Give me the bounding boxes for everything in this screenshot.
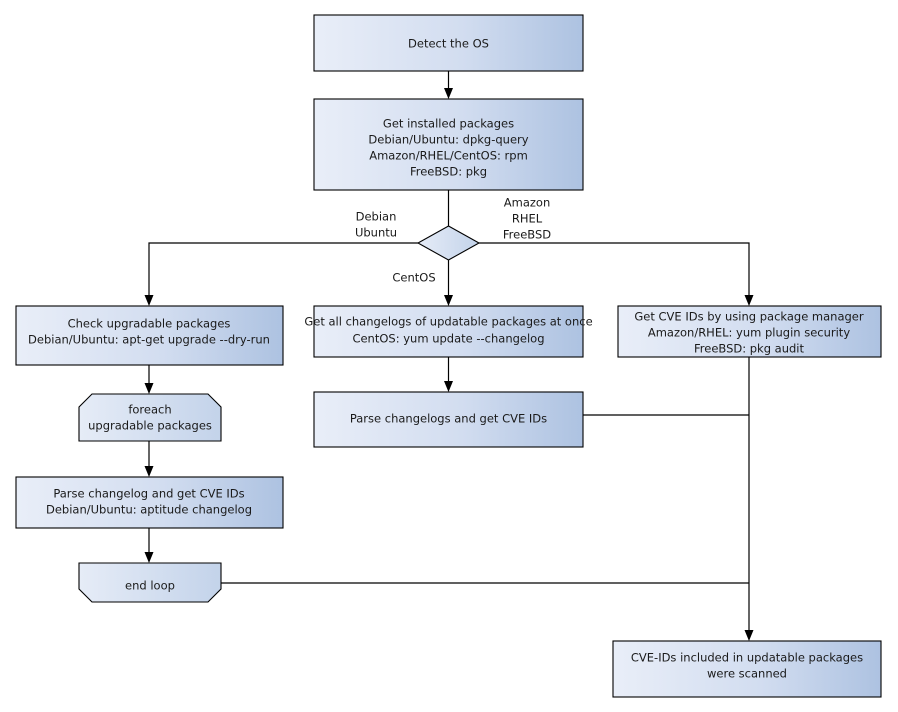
node-get-all-changelogs-line-1: CentOS: yum update --changelog xyxy=(352,332,544,346)
node-get-cve-pkg-manager-line-1: Amazon/RHEL: yum plugin security xyxy=(648,326,850,340)
edge-label-right-branch: Amazon RHEL FreeBSD xyxy=(503,196,551,242)
connector-foreach-to-parse xyxy=(144,441,154,477)
node-scanned-result-line-0: CVE-IDs included in updatable packages xyxy=(631,651,863,665)
edge-label-right-line-0: Amazon xyxy=(504,196,550,210)
node-os-decision-diamond[interactable] xyxy=(416,225,481,261)
node-get-installed-packages-line-0: Get installed packages xyxy=(383,117,514,131)
node-detect-os-line-0: Detect the OS xyxy=(408,37,489,51)
edge-label-left-branch: Debian Ubuntu xyxy=(355,210,397,240)
connector-decision-left xyxy=(144,242,418,306)
node-get-installed-packages[interactable]: Get installed packages Debian/Ubuntu: dp… xyxy=(313,98,584,191)
node-end-loop[interactable]: end loop xyxy=(78,562,222,603)
edge-label-left-line-0: Debian xyxy=(356,210,397,224)
node-parse-changelog-line-1: Debian/Ubuntu: aptitude changelog xyxy=(46,503,252,517)
node-get-cve-pkg-manager-line-2: FreeBSD: pkg audit xyxy=(694,342,805,356)
edge-label-down-line-0: CentOS xyxy=(392,271,435,285)
node-check-upgradable[interactable]: Check upgradable packages Debian/Ubuntu:… xyxy=(15,305,284,366)
node-foreach-loop-line-0: foreach xyxy=(128,403,171,417)
node-check-upgradable-line-0: Check upgradable packages xyxy=(68,317,231,331)
edge-label-down-branch: CentOS xyxy=(392,271,435,285)
node-get-all-changelogs-line-0: Get all changelogs of updatable packages… xyxy=(304,315,592,329)
edge-label-left-line-1: Ubuntu xyxy=(355,226,397,240)
connector-trunk-to-result xyxy=(744,357,754,641)
node-parse-changelog[interactable]: Parse changelog and get CVE IDs Debian/U… xyxy=(15,476,284,529)
node-check-upgradable-line-1: Debian/Ubuntu: apt-get upgrade --dry-run xyxy=(28,333,270,347)
node-parse-changelog-line-0: Parse changelog and get CVE IDs xyxy=(53,487,244,501)
edge-label-right-line-1: RHEL xyxy=(512,212,543,226)
edge-label-right-line-2: FreeBSD xyxy=(503,228,551,242)
connector-decision-down xyxy=(444,260,453,306)
connector-detect-to-installed xyxy=(444,71,453,99)
node-foreach-loop[interactable]: foreach upgradable packages xyxy=(78,393,222,442)
node-get-installed-packages-line-2: Amazon/RHEL/CentOS: rpm xyxy=(369,149,528,163)
node-get-installed-packages-line-1: Debian/Ubuntu: dpkg-query xyxy=(368,133,528,147)
node-foreach-loop-line-1: upgradable packages xyxy=(88,419,212,433)
node-scanned-result[interactable]: CVE-IDs included in updatable packages w… xyxy=(612,640,882,698)
node-get-cve-pkg-manager-line-0: Get CVE IDs by using package manager xyxy=(634,310,864,324)
node-get-all-changelogs[interactable]: Get all changelogs of updatable packages… xyxy=(304,305,593,358)
connector-decision-right xyxy=(479,242,754,306)
connector-check-to-foreach xyxy=(144,365,154,394)
node-parse-changelogs-cve-line-0: Parse changelogs and get CVE IDs xyxy=(350,412,547,426)
node-get-installed-packages-line-3: FreeBSD: pkg xyxy=(410,165,487,179)
node-detect-os[interactable]: Detect the OS xyxy=(313,14,584,72)
node-scanned-result-line-1: were scanned xyxy=(707,667,787,681)
node-end-loop-line-0: end loop xyxy=(125,579,175,593)
connector-parse-to-endloop xyxy=(144,528,154,563)
connector-allchangelogs-to-parse xyxy=(444,357,453,392)
node-get-cve-pkg-manager[interactable]: Get CVE IDs by using package manager Ama… xyxy=(617,305,882,358)
node-parse-changelogs-cve[interactable]: Parse changelogs and get CVE IDs xyxy=(313,391,584,448)
